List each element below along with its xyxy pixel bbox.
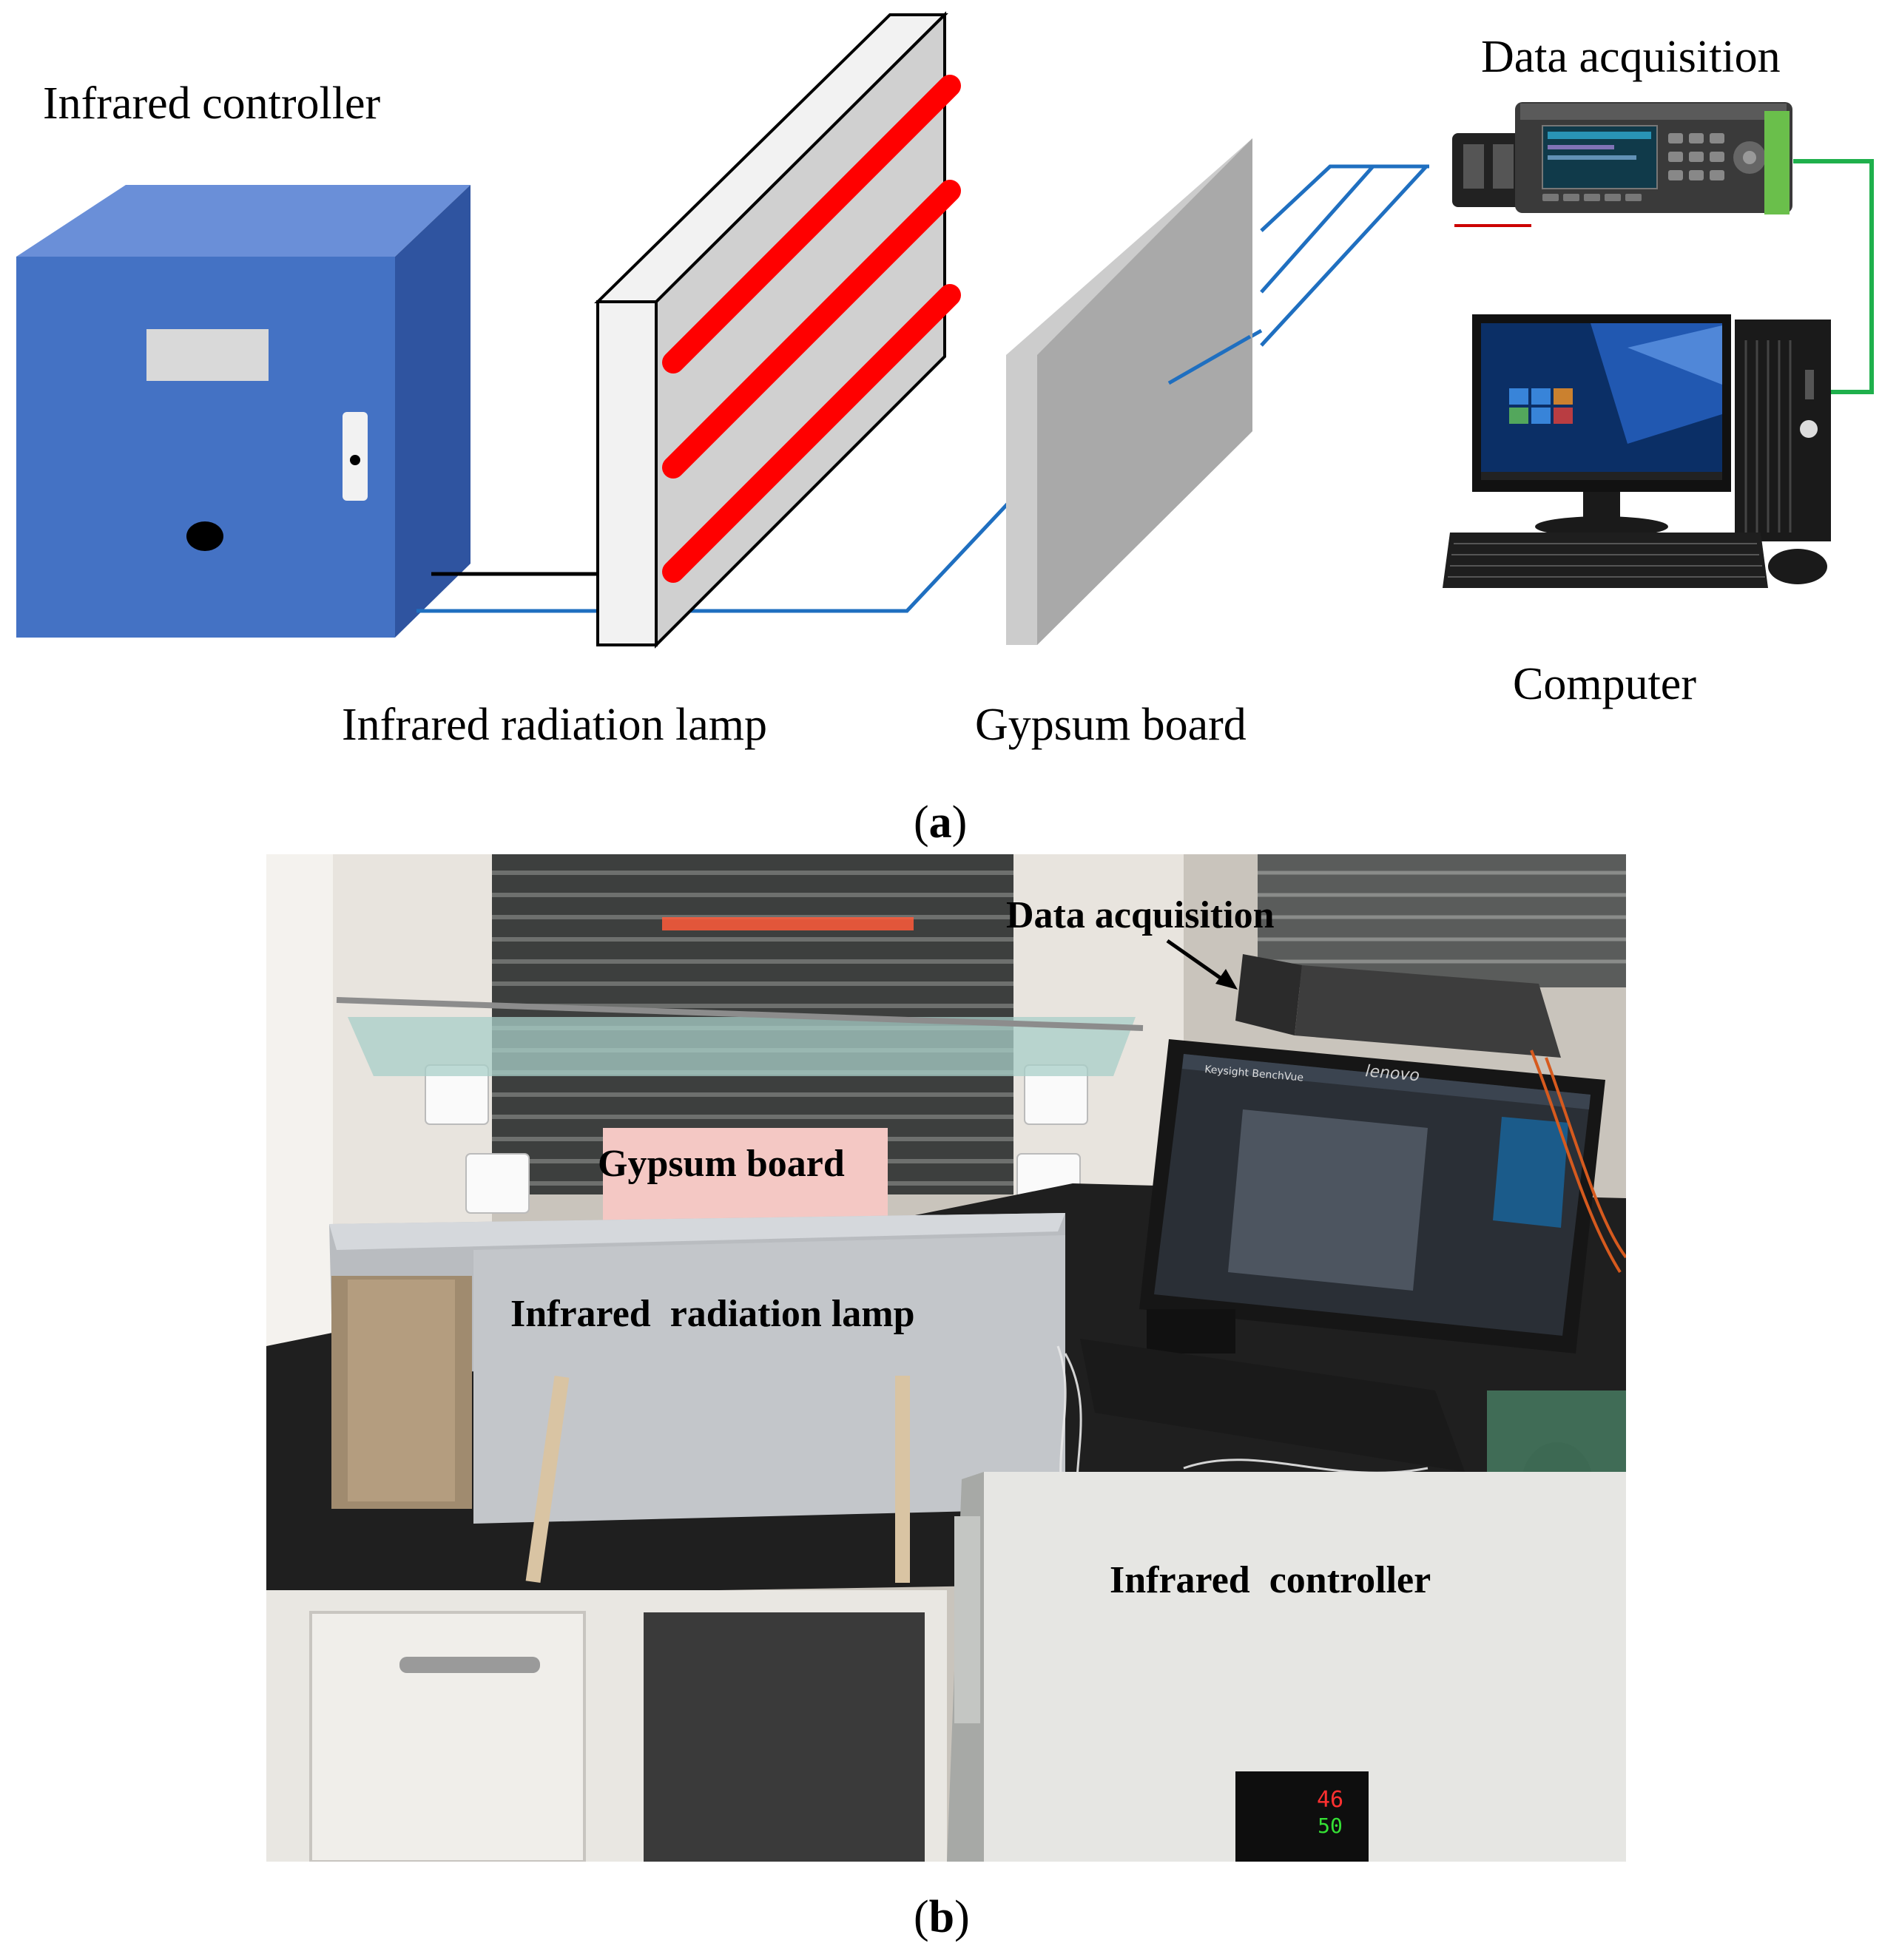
photo-gypsum-board: [603, 1128, 888, 1220]
glass-shelf: [348, 1017, 1136, 1076]
controller-top-face: [16, 185, 470, 257]
daq-terminal-block: [1764, 111, 1790, 214]
controller-handle-lock: [350, 455, 360, 465]
photo-label-infrared-controller: Infrared controller: [1110, 1559, 1431, 1601]
thermocouple-wire-bottom: [416, 500, 1011, 613]
label-infrared-controller: Infrared controller: [43, 78, 380, 129]
label-gypsum-board: Gypsum board: [975, 700, 1247, 750]
photo-keyboard: [1080, 1339, 1465, 1472]
data-acquisition-unit: [1452, 102, 1792, 227]
photo-daq: [1235, 954, 1561, 1058]
tower-logo: [1800, 420, 1818, 438]
controller-display-window: [146, 329, 269, 381]
gypsum-board: [1006, 138, 1252, 645]
daq-top-bezel: [1520, 104, 1787, 120]
computer-mouse: [1768, 549, 1827, 584]
thermocouple-wire-bundle: [1167, 164, 1429, 385]
photo-label-infrared-radiation-lamp: Infrared radiation lamp: [510, 1293, 915, 1335]
infrared-radiation-lamp: [594, 11, 961, 649]
computer-tower: [1735, 320, 1831, 541]
label-data-acquisition: Data acquisition: [1481, 32, 1781, 82]
infrared-controller-cabinet: [16, 185, 470, 638]
lamp-glow: [662, 917, 914, 930]
photo-temperature-display: [1235, 1771, 1369, 1862]
computer-monitor: [1472, 314, 1731, 537]
computer-keyboard: [1443, 533, 1768, 588]
daq-keypad: [1668, 133, 1766, 180]
controller-front-face: [16, 257, 395, 638]
photo-infrared-controller: 46 50: [947, 1472, 1626, 1862]
lamp-front-edge: [596, 300, 658, 646]
panel-a: Infrared controller Infrared radiation l…: [16, 11, 1874, 848]
photo-readout-sv: 50: [1318, 1814, 1343, 1838]
lamp-heating-tubes: [662, 75, 961, 583]
controller-side-face: [395, 185, 470, 638]
shelf-rod: [336, 997, 1144, 1031]
data-acquisition-arrow: [1166, 939, 1228, 984]
caption-b: (b): [914, 1892, 970, 1942]
caption-b-letter: b: [929, 1892, 954, 1942]
photo-label-data-acquisition: Data acquisition: [1006, 894, 1275, 936]
photo-readout-pv: 46: [1317, 1787, 1343, 1813]
controller-power-knob: [186, 521, 223, 551]
caption-a: (a): [914, 797, 967, 848]
daq-soft-keys: [1542, 194, 1642, 201]
computer: [1443, 314, 1831, 588]
caption-a-letter: a: [929, 797, 952, 848]
panel-b-photo: 46 50 Data acquisition Gypsum board Infr…: [266, 854, 1626, 1942]
label-computer: Computer: [1513, 659, 1696, 709]
label-infrared-radiation-lamp: Infrared radiation lamp: [342, 700, 767, 750]
photo-infrared-lamp: [329, 1213, 1065, 1584]
gypsum-board-face: [1037, 138, 1252, 645]
usb-cable: [1793, 159, 1874, 394]
photo-monitor: [1139, 1039, 1605, 1354]
photo-label-gypsum-board: Gypsum board: [598, 1143, 845, 1185]
